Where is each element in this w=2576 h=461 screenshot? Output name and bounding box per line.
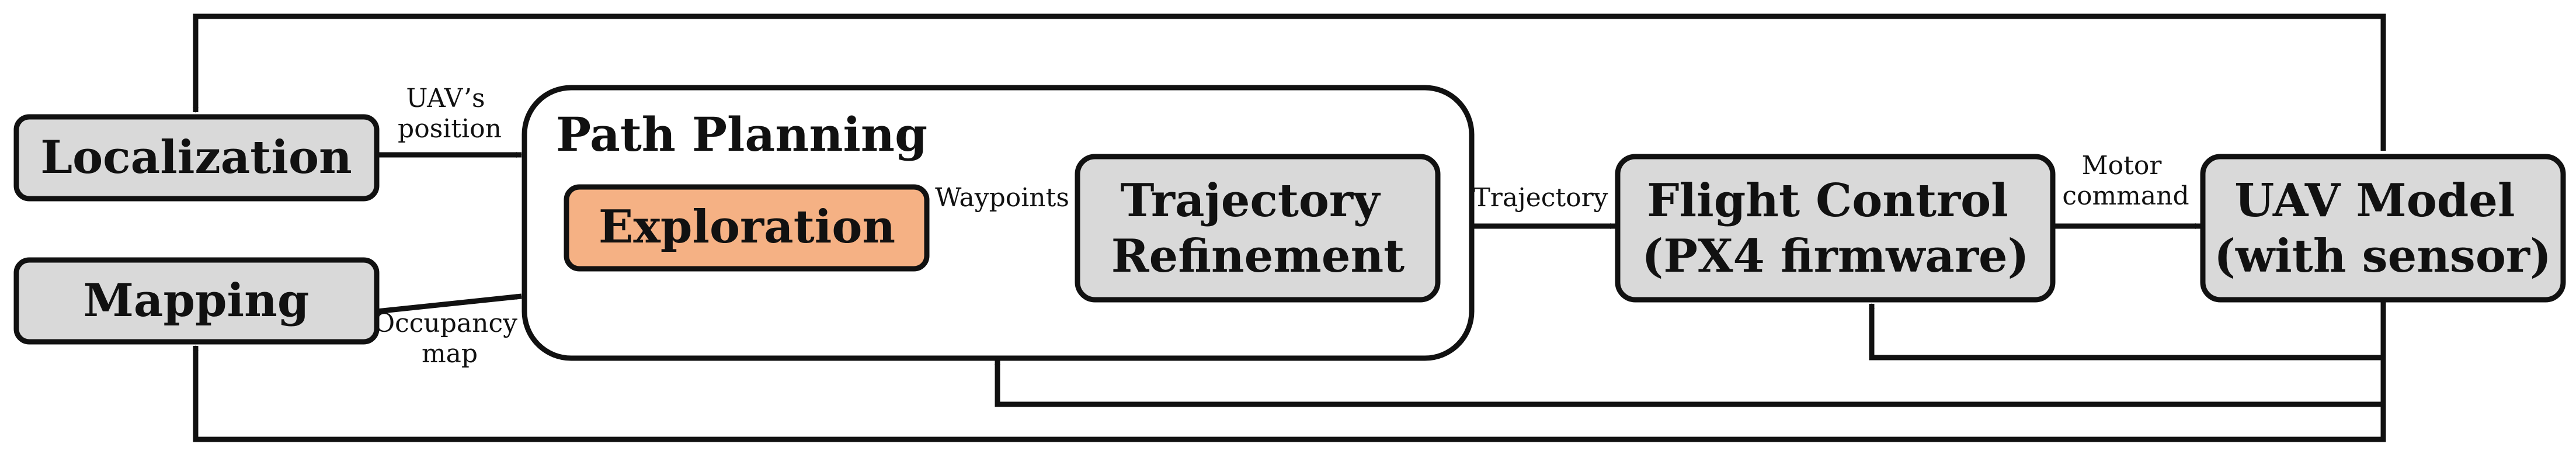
trajectory-refinement-label-line1: Trajectory xyxy=(1121,174,1381,227)
svg-text:Trajectory Refinement: Trajectory Refinement xyxy=(1111,174,1405,283)
waypoints-label: Waypoints xyxy=(935,183,1069,213)
svg-text:UAV’s position: UAV’s position xyxy=(398,84,502,144)
svg-text:Waypoints: Waypoints xyxy=(935,183,1069,213)
uav-model-label-line1: UAV Model xyxy=(2234,174,2515,227)
svg-text:Exploration: Exploration xyxy=(599,200,895,254)
flight-control-label-line2: (PX4 firmware) xyxy=(1642,230,2029,283)
feedback-to-flight-control-arrow xyxy=(1869,303,2383,361)
svg-text:Motor command: Motor command xyxy=(2062,151,2189,211)
feedback-to-path-planning-arrow xyxy=(995,359,2383,407)
feedback-to-localization-arrow xyxy=(193,13,2386,151)
svg-text:UAV Model (with sensor): UAV Model (with sensor) xyxy=(2214,174,2551,283)
mapping-to-path-planning-arrow xyxy=(376,293,522,314)
localization-label: Localization xyxy=(40,131,352,184)
svg-text:Trajectory: Trajectory xyxy=(1473,183,1608,213)
flight-control-label-line1: Flight Control xyxy=(1647,174,2008,227)
exploration-label: Exploration xyxy=(599,200,895,254)
trajectory-refinement-node: Trajectory Refinement xyxy=(1075,154,1441,303)
uav-position-label-line2: position xyxy=(398,114,502,144)
trajectory-label: Trajectory xyxy=(1473,183,1608,213)
uav-model-node: UAV Model (with sensor) xyxy=(2200,154,2566,303)
uav-position-label-line1: UAV’s xyxy=(406,84,485,113)
localization-node: Localization xyxy=(13,114,380,202)
path-planning-label: Path Planning xyxy=(556,107,927,162)
svg-text:Occupancy map: Occupancy map xyxy=(374,309,526,369)
flight-control-node: Flight Control (PX4 firmware) xyxy=(1615,154,2056,303)
occupancy-map-label-line2: map xyxy=(422,339,478,369)
motor-command-label-line2: command xyxy=(2062,181,2189,211)
occupancy-map-label-line1: Occupancy xyxy=(374,309,517,338)
mapping-node: Mapping xyxy=(13,257,380,345)
uav-model-label-line2: (with sensor) xyxy=(2214,230,2551,283)
mapping-label: Mapping xyxy=(84,274,310,327)
trajectory-refinement-label-line2: Refinement xyxy=(1111,230,1405,283)
svg-text:Localization: Localization xyxy=(40,131,352,184)
svg-text:Mapping: Mapping xyxy=(84,274,310,327)
exploration-node: Exploration xyxy=(564,184,930,272)
motor-command-label-line1: Motor xyxy=(2082,151,2163,181)
svg-text:Flight Control (PX4 firm: Flight Control (PX4 firmware) xyxy=(1642,174,2029,283)
feedback-to-mapping-arrow xyxy=(193,299,2386,442)
